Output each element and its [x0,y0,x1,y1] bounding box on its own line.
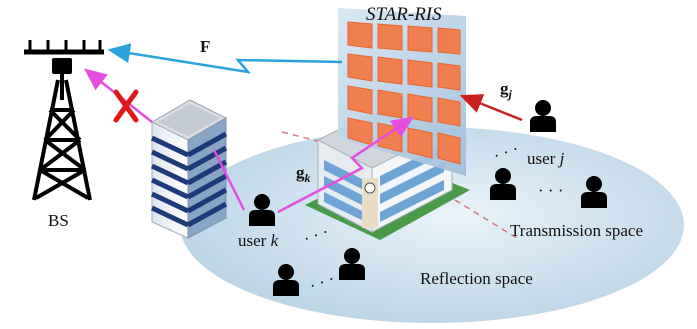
link-ris-to-bs [107,43,343,74]
blocked-link-cross-mark-icon [113,89,139,123]
channel-gk-sub: k [305,171,311,185]
reflection-space-label: Reflection space [420,269,533,288]
transmission-space-label: Transmission space [510,221,643,240]
user-k-prefix: user [238,231,271,250]
link-user-k-to-building [212,149,246,211]
channel-gk-label: gk [296,163,311,185]
user-j-var: j [558,149,565,168]
user-j-person-icon [530,100,556,132]
blocking-building [150,99,228,239]
user-j-label: user j [527,149,565,168]
star-ris-label: STAR-RIS [366,4,442,25]
link-user-j-to-ris [459,94,523,122]
link-user-k-to-ris [277,116,415,214]
star-ris-panel [338,8,466,176]
space-divider-lower [454,199,521,241]
channel-gj-label: gj [500,79,513,101]
user-k-label: user k [238,231,279,250]
user-k-var: k [271,231,279,250]
user-j-prefix: user [527,149,560,168]
coverage-area [180,127,684,323]
channel-gk-main: g [296,163,305,182]
channel-gj-sub: j [507,87,513,101]
ellipsis-transmission-lower: · · · [538,181,563,200]
bs-label: BS [48,211,69,230]
channel-f-label: F [200,37,210,56]
channel-gj-main: g [500,79,509,98]
base-station-tower-icon [24,40,104,201]
